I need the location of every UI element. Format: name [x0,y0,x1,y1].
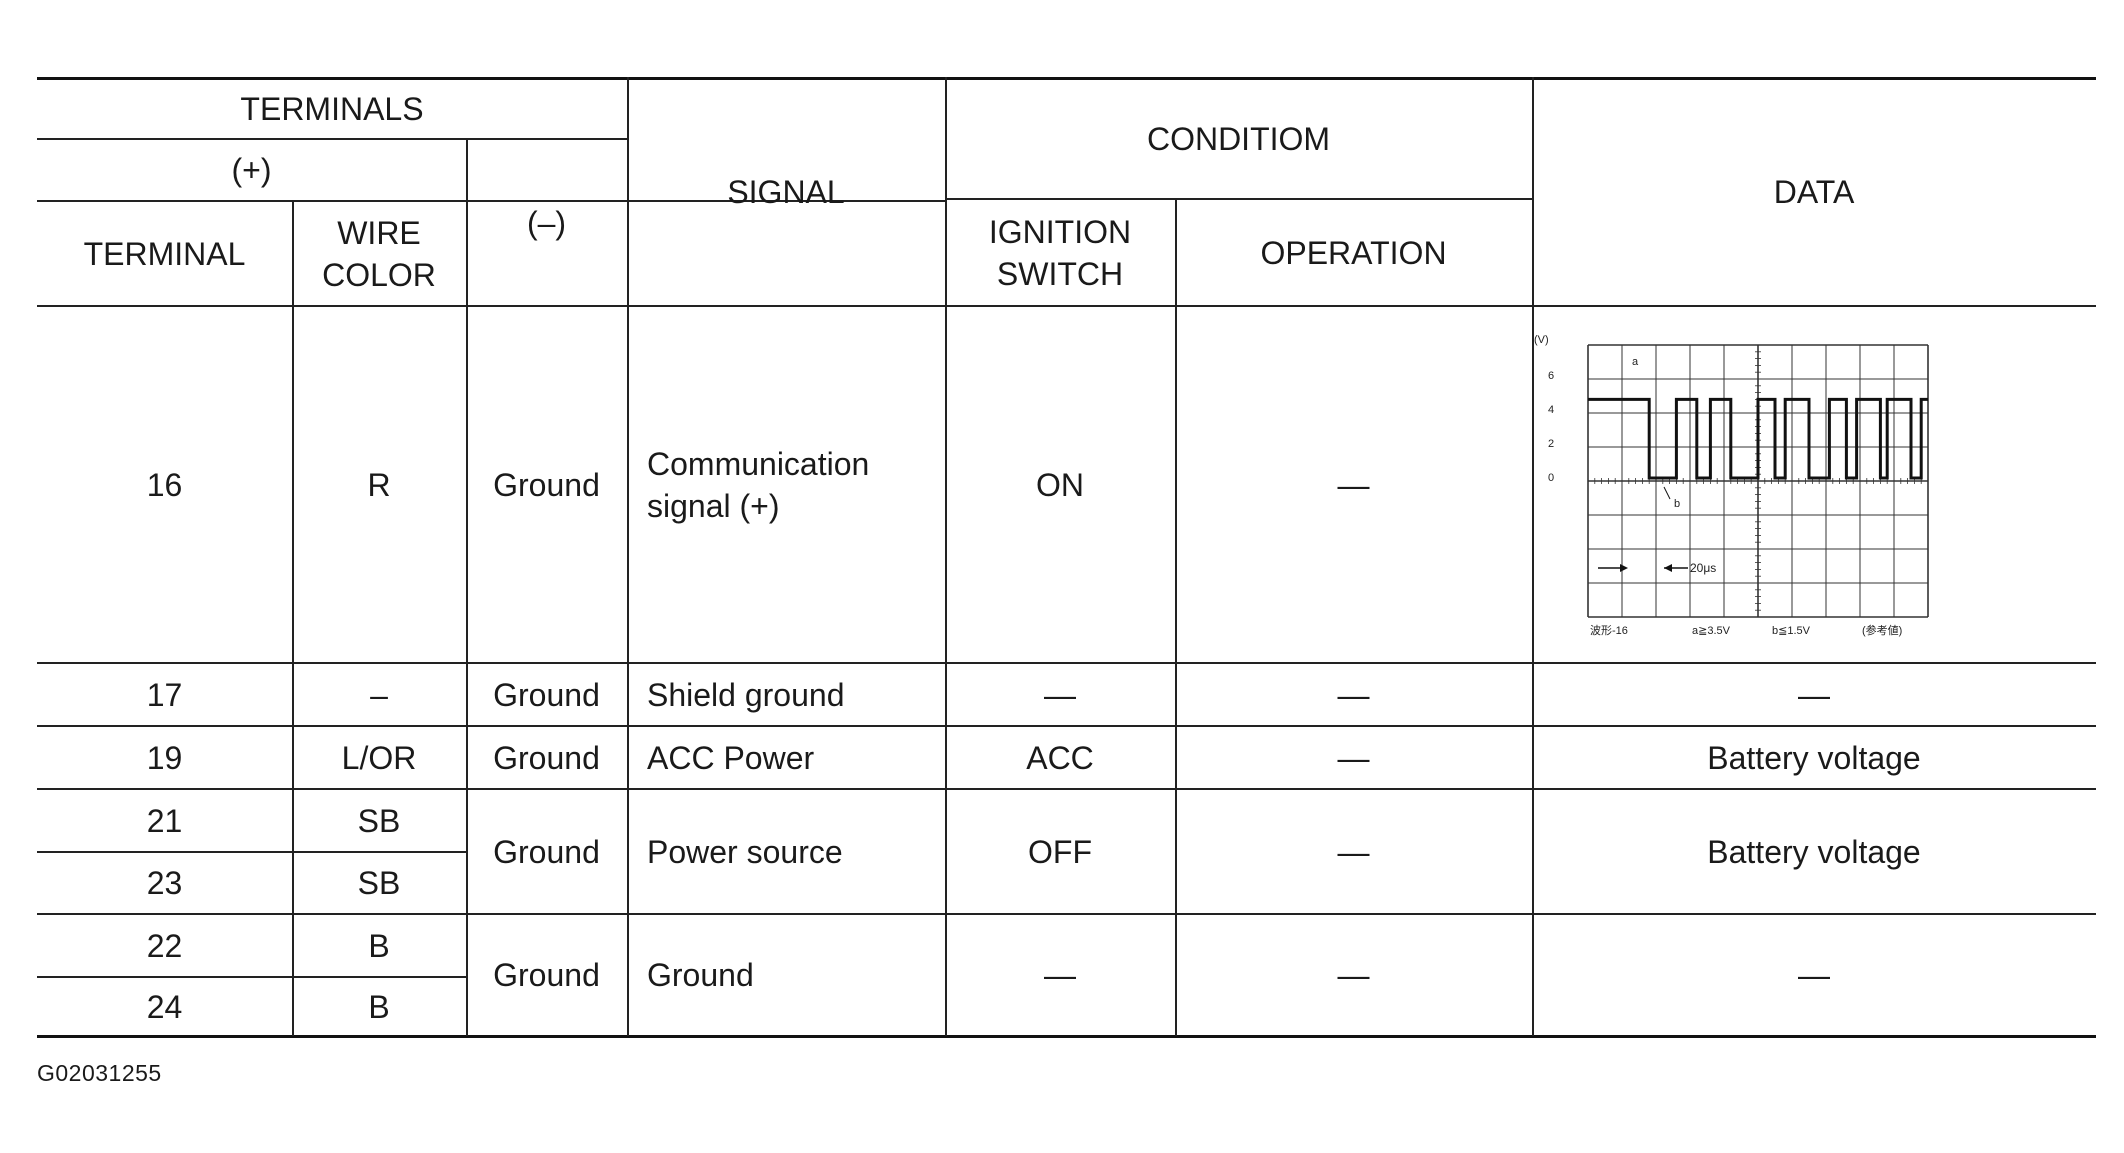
signal-name: Shield ground [647,676,845,713]
data-value: Battery voltage [1707,739,1921,776]
data-value: — [1798,957,1830,993]
wire-color: L/OR [341,739,417,776]
minus-terminal: Ground [493,466,600,503]
minus-terminal: Ground [493,739,600,776]
signal-name: Power source [647,833,843,870]
figure-reference-code: G02031255 [37,1060,162,1086]
wire-color: B [368,988,390,1025]
header-condition: CONDITIOM [1146,120,1331,157]
operation: — [1337,957,1370,993]
caption-right: (参考値) [1862,623,1902,637]
wire-color: R [367,466,391,503]
header-terminals: TERMINALS [240,90,424,127]
operation: — [1337,833,1370,870]
y-tick: 4 [1548,404,1554,416]
ignition-switch: — [1044,676,1076,713]
terminal-number: 19 [146,739,183,776]
wire-color: B [368,927,390,964]
terminal-number: 21 [146,802,183,839]
terminal-number: 17 [146,676,183,713]
minus-terminal: Ground [493,676,600,713]
terminal-number: 22 [146,927,183,964]
operation: — [1337,676,1370,713]
data-value: — [1798,676,1830,713]
minus-terminal: Ground [493,833,600,870]
header-data: DATA [1773,174,1855,210]
y-tick: 0 [1548,472,1554,484]
ignition-switch: — [1044,957,1076,993]
signal-name: Ground [647,957,754,993]
data-value: Battery voltage [1707,833,1921,870]
header-operation: OPERATION [1260,234,1447,271]
time-division-label: 20μs [1690,561,1716,575]
caption-left: 波形-16 [1590,624,1628,637]
y-unit-label: (V) [1534,334,1549,346]
wire-color: – [370,676,388,713]
header-ignition-switch: IGNITION SWITCH [988,213,1132,292]
ignition-switch: ACC [1026,739,1094,776]
operation: — [1337,466,1370,503]
wire-color: SB [357,865,401,901]
label-a: a [1632,356,1639,368]
minus-terminal: Ground [493,957,600,993]
header-plus: (+) [231,152,272,188]
header-terminal: TERMINAL [83,235,246,272]
header-wire-color: WIRE COLOR [322,214,436,293]
ignition-switch: ON [1036,466,1084,503]
operation: — [1337,739,1370,776]
caption-b: b≦1.5V [1772,625,1811,637]
signal-name: Communication signal (+) [647,445,870,524]
terminal-number: 24 [146,988,183,1025]
y-tick: 2 [1548,438,1554,450]
ignition-switch: OFF [1028,833,1092,870]
caption-a: a≧3.5V [1692,625,1731,637]
terminal-number: 23 [146,865,183,901]
terminal-number: 16 [146,466,183,503]
waveform-graph: (V) 6 4 2 0 a b 20μs 波形-16 a≧3.5V b≦1.5V… [1534,334,1929,637]
oscilloscope-waveform: (V) 6 4 2 0 a b 20μs 波形-16 a≧3.5V b≦1.5V… [1532,307,2096,662]
signal-name: ACC Power [647,739,815,776]
y-tick: 6 [1548,370,1554,382]
wire-color: SB [357,802,401,839]
header-minus: (–) [526,204,567,241]
header-signal: SIGNAL [727,174,845,210]
label-b: b [1674,498,1680,510]
